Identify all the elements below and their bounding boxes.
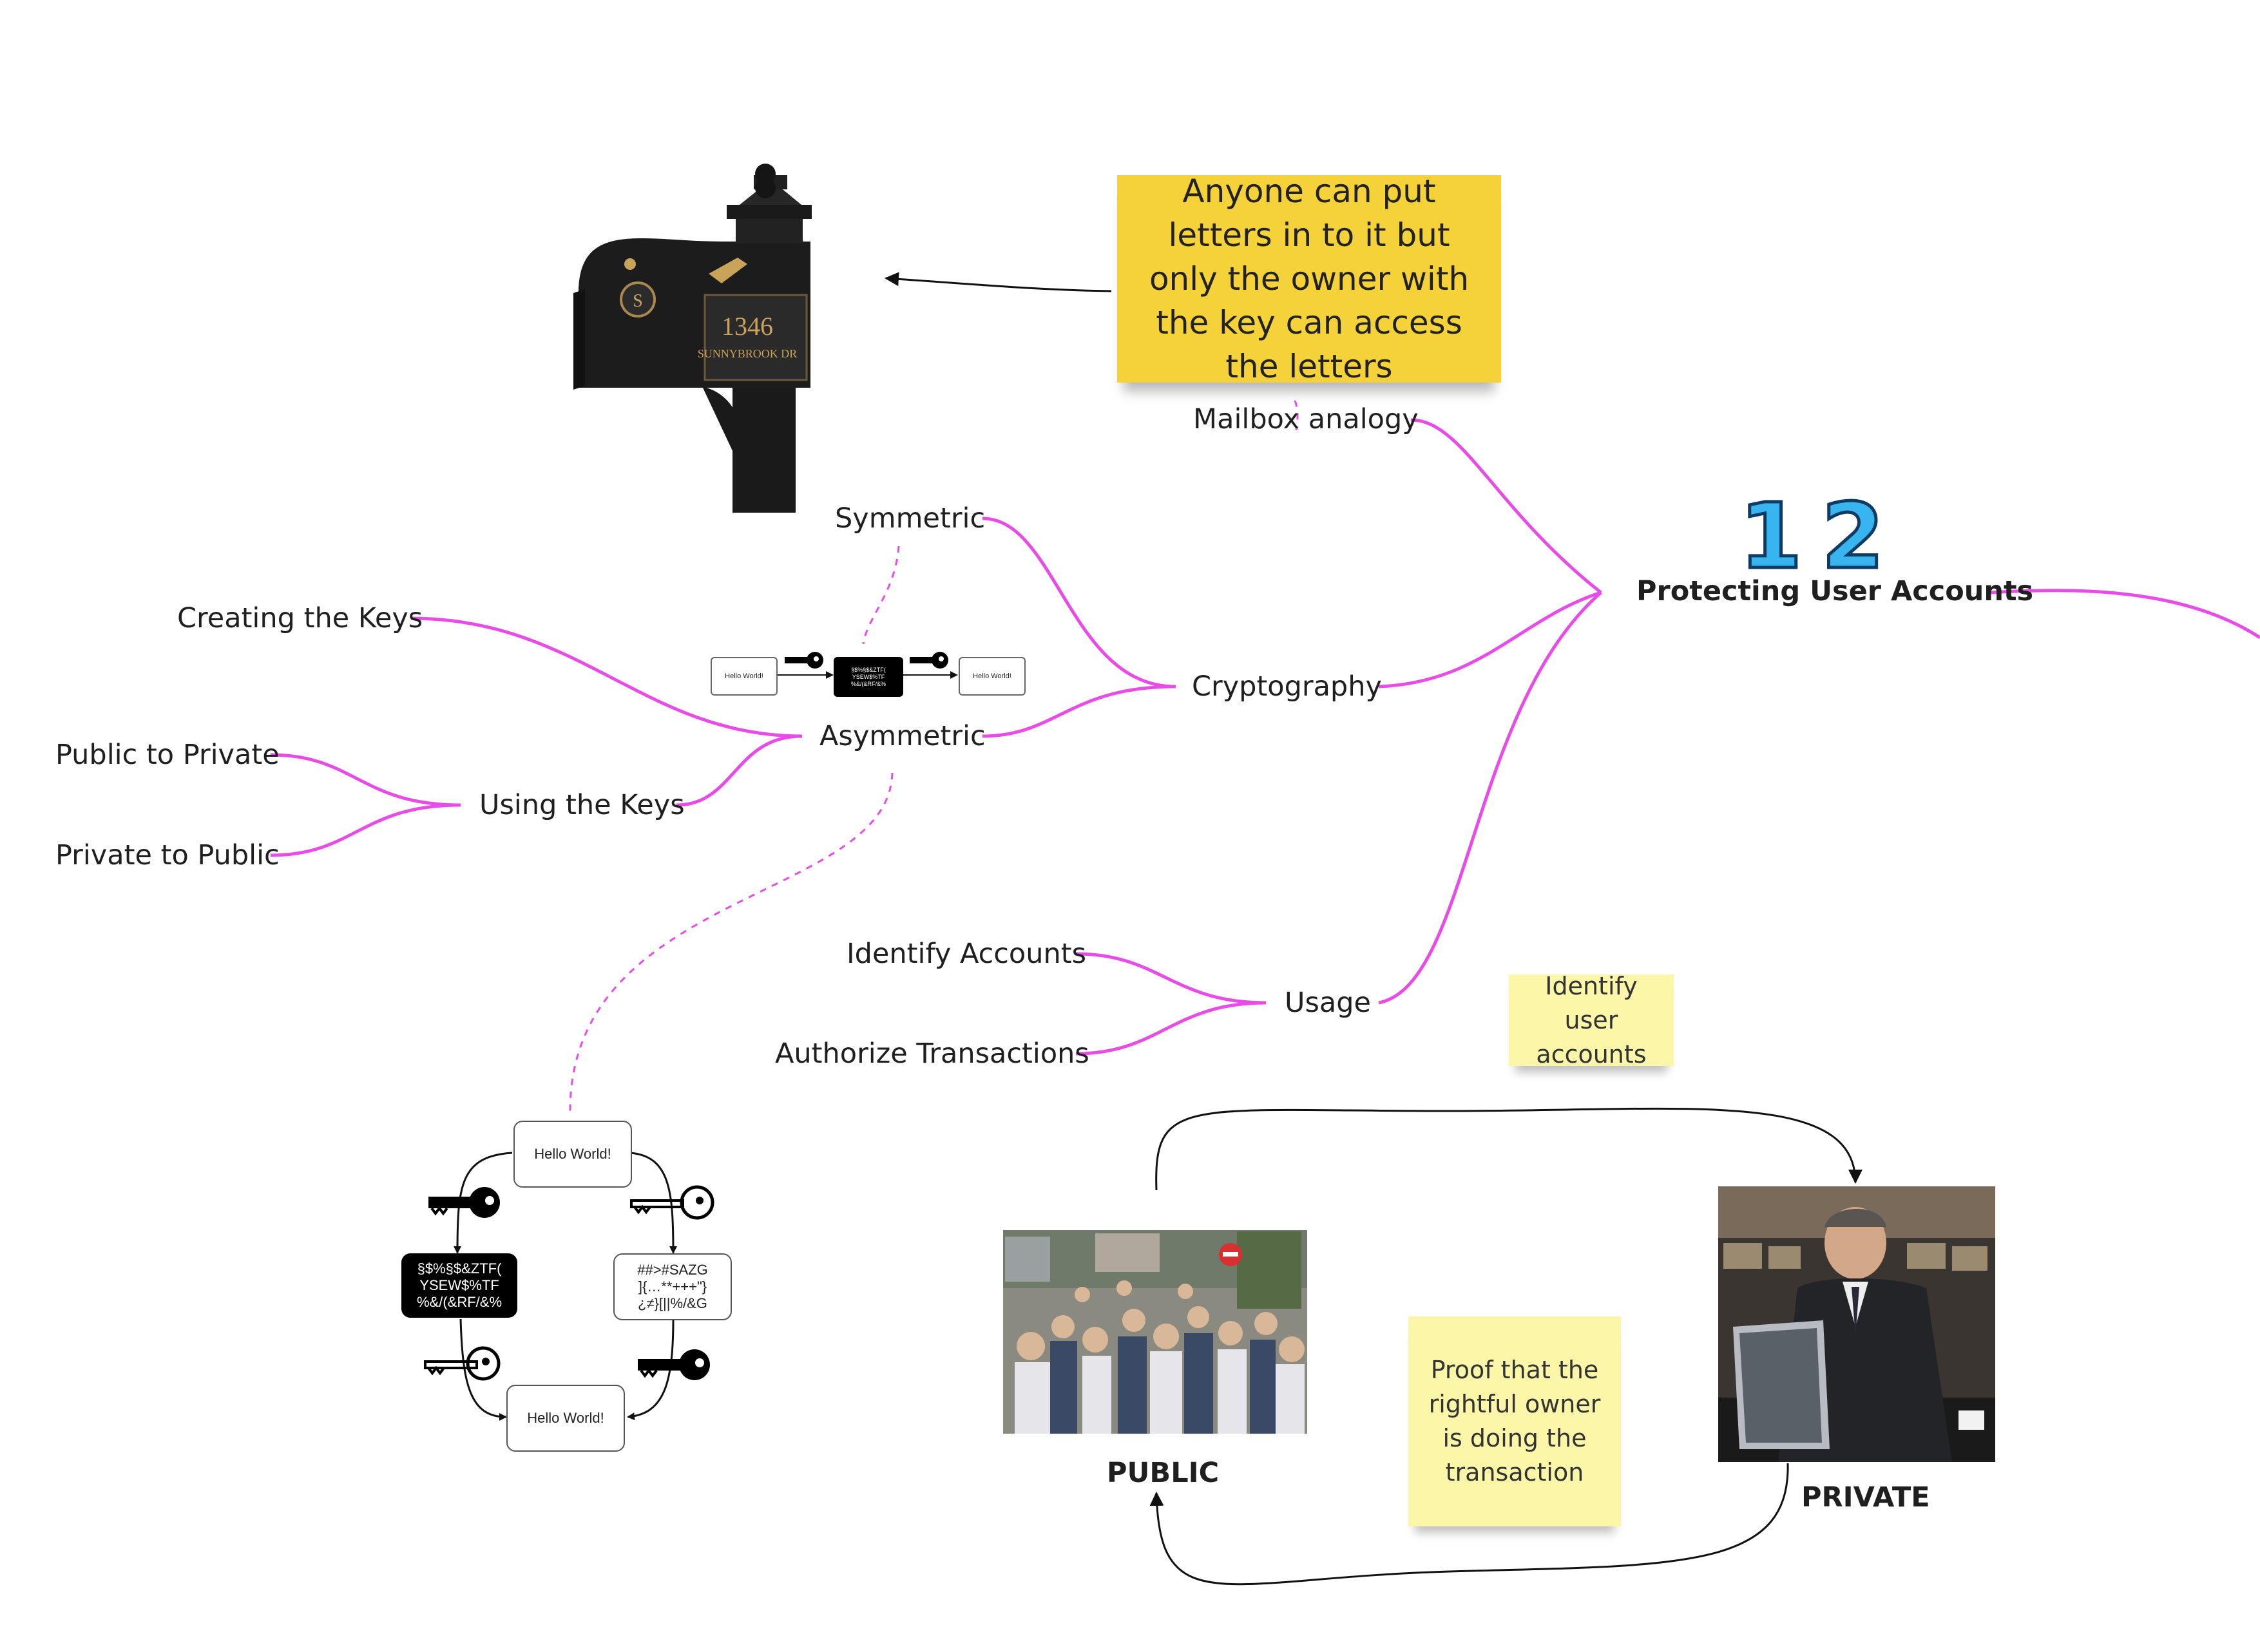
sticky-proof-note[interactable]: Proof that the rightful owner is doing t…: [1408, 1316, 1621, 1526]
caption-private: PRIVATE: [1801, 1481, 1930, 1514]
cycle-arrow-br: [627, 1318, 675, 1421]
branch-public-to-private: [270, 753, 461, 807]
arrow-public-to-private: [1155, 1107, 1863, 1191]
cycle-plaintext-bottom: Hello World!: [506, 1385, 625, 1452]
mini-plaintext-out: Hello World!: [959, 657, 1026, 696]
cycle-cipher-right: ##>#SAZG ]{…**+++"} ¿≠}[||%/&G: [613, 1253, 732, 1320]
dashed-note-mailbox: [1294, 400, 1299, 431]
node-identify-accounts[interactable]: Identify Accounts: [847, 938, 1087, 970]
branch-cryptography: [1378, 591, 1602, 688]
mailbox-image: [573, 164, 812, 513]
key-icon: [630, 1185, 714, 1220]
node-mailbox-analogy[interactable]: Mailbox analogy: [1193, 403, 1419, 435]
node-public-to-private[interactable]: Public to Private: [55, 739, 280, 771]
mini-plaintext-in: Hello World!: [711, 657, 778, 696]
branch-usage: [1378, 591, 1602, 1005]
node-asymmetric[interactable]: Asymmetric: [819, 720, 986, 752]
key-icon: [424, 1346, 501, 1381]
dashed-asymmetric-image: [569, 772, 894, 1115]
node-authorize-transactions[interactable]: Authorize Transactions: [775, 1038, 1089, 1070]
mini-ciphertext: §$%§$&ZTF( YSEW$%TF %&/(&RF/&%: [834, 657, 903, 697]
node-symmetric[interactable]: Symmetric: [835, 502, 986, 535]
arrow-private-to-public: [1149, 1463, 1789, 1586]
mini-key-icon: [785, 652, 948, 669]
mailbox-street: SUNNYBROOK DR: [698, 347, 798, 360]
node-creating-keys[interactable]: Creating the Keys: [177, 602, 423, 634]
dashed-symmetric-image: [862, 546, 900, 645]
key-icon: [638, 1349, 710, 1380]
sticky-identify-note[interactable]: Identify user accounts: [1509, 972, 1674, 1068]
node-cryptography[interactable]: Cryptography: [1192, 670, 1382, 703]
key-icon: [428, 1187, 500, 1218]
cycle-arrow-tr: [629, 1152, 677, 1254]
cycle-arrow-tl: [454, 1152, 513, 1254]
private-photo: [1718, 1186, 1995, 1462]
branch-private-to-public: [270, 803, 461, 857]
branch-authorize: [1075, 1001, 1267, 1056]
branch-identify-accounts: [1075, 952, 1267, 1005]
sticky-mailbox-note[interactable]: Anyone can put letters in to it but only…: [1117, 173, 1501, 385]
topic-number-badge: 12: [1738, 483, 1904, 591]
branch-mailbox: [1410, 418, 1602, 594]
cycle-cipher-left: §$%§$&ZTF( YSEW$%TF %&/(&RF/&%: [401, 1253, 517, 1318]
caption-public: PUBLIC: [1107, 1457, 1220, 1489]
node-usage[interactable]: Usage: [1285, 987, 1371, 1019]
node-using-keys[interactable]: Using the Keys: [479, 789, 685, 821]
branch-lines: [270, 418, 2260, 1056]
branch-creating-keys: [410, 616, 803, 738]
mailbox-monogram: S: [633, 291, 643, 311]
branch-symmetric: [982, 517, 1176, 688]
mailbox-arrow: [885, 272, 1112, 292]
dashed-links: [569, 400, 1299, 1115]
node-private-to-public[interactable]: Private to Public: [55, 839, 280, 871]
public-photo: [1003, 1230, 1307, 1434]
branch-asymmetric: [982, 685, 1176, 738]
branch-using-keys: [676, 734, 803, 807]
branch-central-right: [1990, 589, 2260, 640]
central-topic[interactable]: Protecting User Accounts: [1636, 575, 2034, 607]
cycle-plaintext-top: Hello World!: [513, 1121, 632, 1188]
mailbox-number: 1346: [722, 312, 773, 341]
cycle-arrow-bl: [459, 1318, 507, 1421]
